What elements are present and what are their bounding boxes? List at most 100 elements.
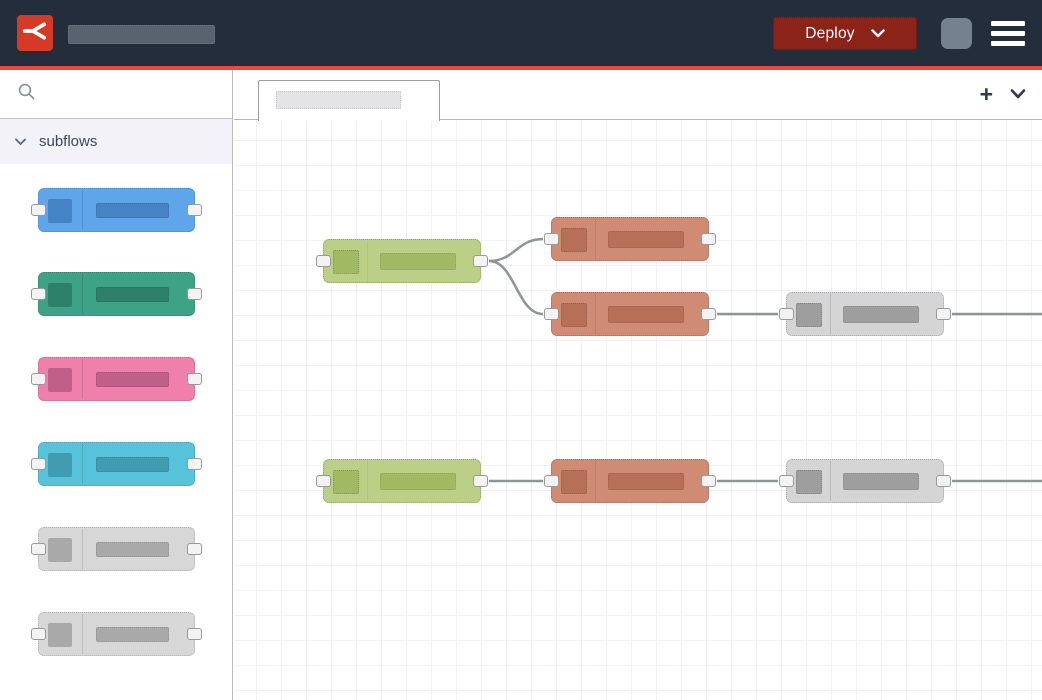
output-port[interactable] bbox=[936, 308, 951, 320]
output-port[interactable] bbox=[701, 233, 716, 245]
flow-node-salmon[interactable] bbox=[544, 459, 716, 503]
node-separator bbox=[830, 294, 831, 334]
add-flow-button[interactable]: + bbox=[979, 81, 993, 107]
node-icon bbox=[48, 538, 72, 562]
header-title-placeholder bbox=[68, 25, 215, 44]
output-port bbox=[187, 204, 202, 216]
output-port[interactable] bbox=[473, 475, 488, 487]
palette-subflow-pink[interactable] bbox=[31, 357, 202, 401]
palette-subflow-blue[interactable] bbox=[31, 188, 202, 232]
input-port[interactable] bbox=[779, 308, 794, 320]
node-label-placeholder bbox=[608, 473, 684, 490]
node-icon bbox=[48, 199, 72, 223]
output-port[interactable] bbox=[936, 475, 951, 487]
node-icon bbox=[796, 470, 822, 494]
flow-node-gray[interactable] bbox=[779, 292, 951, 336]
palette-search[interactable] bbox=[0, 70, 232, 119]
node-separator bbox=[82, 614, 83, 654]
node-separator bbox=[82, 190, 83, 230]
output-port bbox=[187, 628, 202, 640]
tab-actions: + bbox=[979, 81, 1026, 107]
node-label-placeholder bbox=[608, 231, 684, 248]
node-label-placeholder bbox=[96, 627, 169, 642]
palette-list bbox=[0, 70, 232, 700]
output-port[interactable] bbox=[473, 255, 488, 267]
input-port bbox=[31, 204, 46, 216]
user-avatar[interactable] bbox=[941, 18, 972, 49]
deploy-button-label: Deploy bbox=[805, 24, 855, 42]
flow-node-salmon[interactable] bbox=[544, 217, 716, 261]
input-port[interactable] bbox=[316, 475, 331, 487]
list-flows-button[interactable] bbox=[1010, 89, 1026, 99]
palette-subflow-green[interactable] bbox=[31, 272, 202, 316]
node-label-placeholder bbox=[843, 473, 919, 490]
palette-category-label: subflows bbox=[39, 133, 98, 150]
flow-canvas[interactable] bbox=[234, 120, 1042, 700]
workspace: + bbox=[234, 70, 1042, 700]
flow-node-salmon[interactable] bbox=[544, 292, 716, 336]
node-separator bbox=[830, 461, 831, 501]
wires-layer bbox=[488, 237, 1042, 483]
chevron-down-icon bbox=[15, 133, 26, 151]
wire-green1-salmon2[interactable] bbox=[488, 259, 544, 316]
node-separator bbox=[82, 359, 83, 399]
node-icon bbox=[48, 368, 72, 392]
node-label-placeholder bbox=[843, 306, 919, 323]
node-separator bbox=[595, 219, 596, 259]
wire-green1-salmon1[interactable] bbox=[488, 237, 544, 263]
flow-tab-active[interactable] bbox=[258, 80, 440, 121]
input-port[interactable] bbox=[544, 233, 559, 245]
output-port bbox=[187, 543, 202, 555]
flow-node-gray[interactable] bbox=[779, 459, 951, 503]
node-label-placeholder bbox=[96, 287, 169, 302]
node-separator bbox=[367, 461, 368, 501]
output-port[interactable] bbox=[701, 475, 716, 487]
node-icon bbox=[561, 228, 587, 252]
input-port bbox=[31, 628, 46, 640]
node-label-placeholder bbox=[96, 203, 169, 218]
output-port bbox=[187, 373, 202, 385]
input-port bbox=[31, 458, 46, 470]
node-label-placeholder bbox=[96, 542, 169, 557]
input-port[interactable] bbox=[544, 308, 559, 320]
palette-subflow-cyan[interactable] bbox=[31, 442, 202, 486]
node-icon bbox=[48, 453, 72, 477]
flow-tab-label-placeholder bbox=[276, 91, 401, 109]
node-icon bbox=[48, 283, 72, 307]
node-label-placeholder bbox=[96, 372, 169, 387]
node-label-placeholder bbox=[380, 473, 456, 490]
node-label-placeholder bbox=[96, 457, 169, 472]
deploy-button[interactable]: Deploy bbox=[773, 17, 917, 50]
palette-category-subflows[interactable]: subflows bbox=[0, 119, 232, 164]
node-separator bbox=[367, 241, 368, 281]
node-separator bbox=[595, 461, 596, 501]
input-port bbox=[31, 373, 46, 385]
node-label-placeholder bbox=[608, 306, 684, 323]
hamburger-menu-icon[interactable] bbox=[991, 21, 1025, 46]
node-red-logo-icon bbox=[22, 18, 48, 49]
node-icon bbox=[333, 470, 359, 494]
output-port bbox=[187, 458, 202, 470]
search-icon bbox=[17, 82, 36, 106]
app-logo[interactable] bbox=[17, 15, 53, 51]
flow-node-green[interactable] bbox=[316, 459, 488, 503]
input-port bbox=[31, 543, 46, 555]
input-port[interactable] bbox=[544, 475, 559, 487]
header-accent-line bbox=[0, 66, 1042, 70]
node-separator bbox=[82, 274, 83, 314]
flow-node-green[interactable] bbox=[316, 239, 488, 283]
node-icon bbox=[333, 250, 359, 274]
node-icon bbox=[796, 303, 822, 327]
header-bar: Deploy bbox=[0, 0, 1042, 66]
node-icon bbox=[48, 623, 72, 647]
input-port[interactable] bbox=[316, 255, 331, 267]
output-port[interactable] bbox=[701, 308, 716, 320]
input-port[interactable] bbox=[779, 475, 794, 487]
palette-subflow-gray[interactable] bbox=[31, 527, 202, 571]
deploy-chevron-down-icon[interactable] bbox=[871, 29, 885, 38]
flow-tabbar: + bbox=[234, 70, 1042, 121]
node-icon bbox=[561, 303, 587, 327]
node-separator bbox=[595, 294, 596, 334]
palette-subflow-gray[interactable] bbox=[31, 612, 202, 656]
